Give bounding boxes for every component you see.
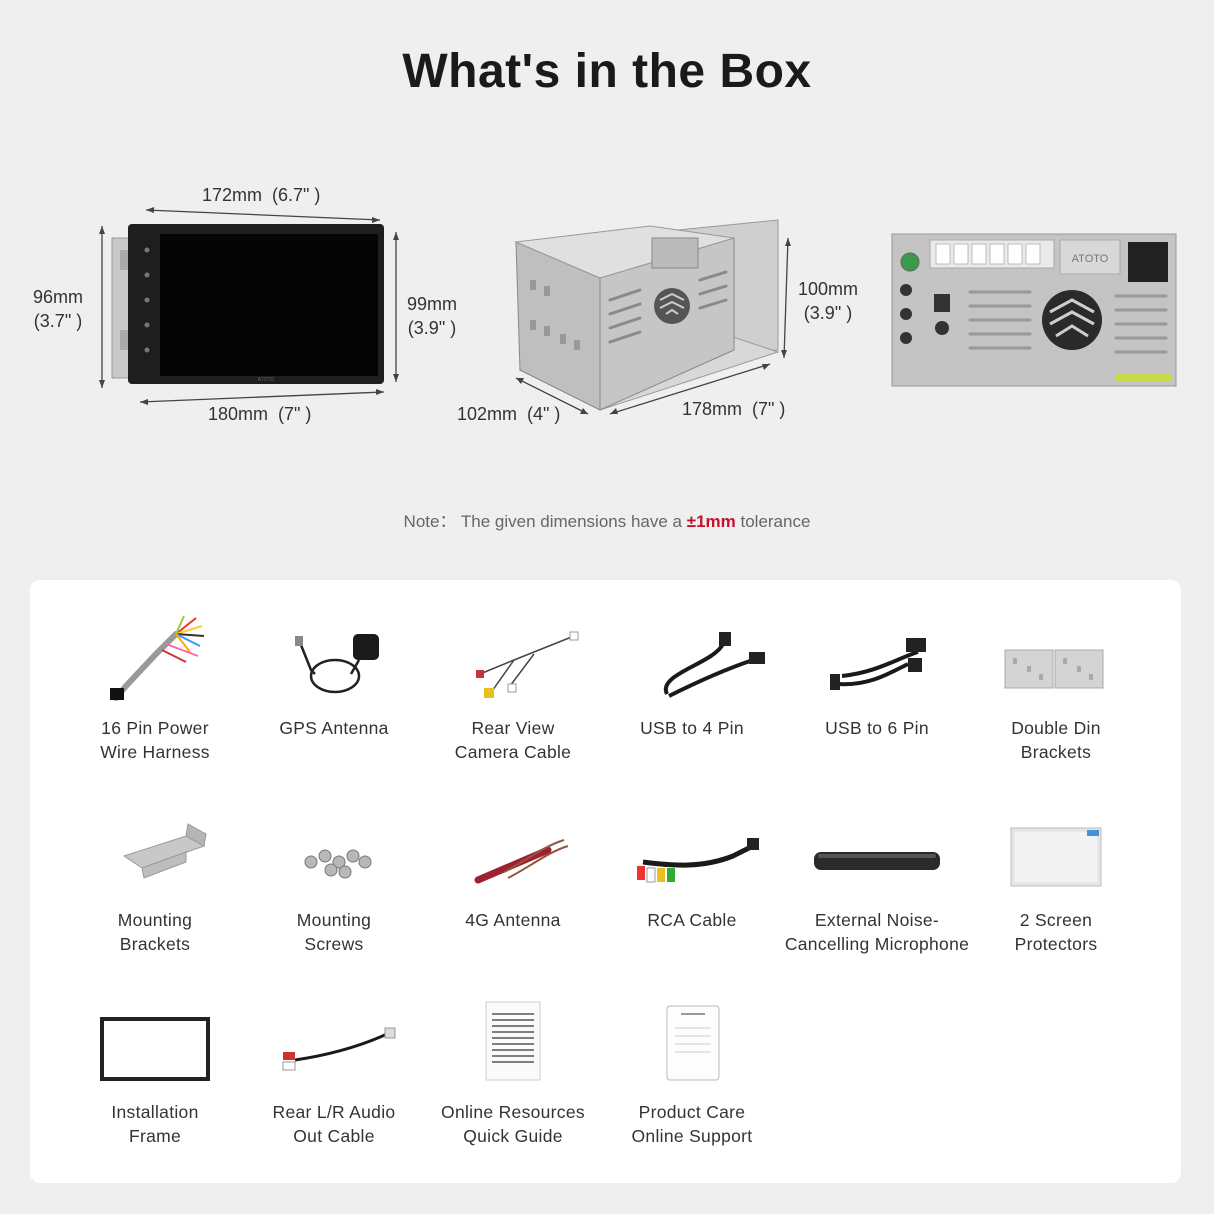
4g-antenna-icon	[424, 806, 602, 896]
svg-text:ATOTO: ATOTO	[258, 377, 275, 383]
gps-antenna-icon	[245, 614, 423, 704]
mounting-brackets-icon	[66, 806, 244, 896]
cage-length-label: 178mm (7" )	[682, 399, 786, 419]
cage-height-mm: 100mm	[797, 279, 859, 299]
camera-cable-icon	[424, 614, 602, 704]
item-label: USB to 4 Pin	[640, 718, 744, 738]
usb-6pin-icon	[788, 614, 966, 704]
wire-harness-icon	[66, 614, 244, 704]
microphone-icon	[788, 806, 966, 896]
quick-guide-icon	[424, 998, 602, 1088]
double-din-brackets-icon	[967, 614, 1145, 704]
item-label: GPS Antenna	[279, 718, 389, 738]
note-tolerance-value: ±1mm	[686, 512, 736, 531]
metal-cage-figure	[500, 210, 810, 420]
usb-4pin-icon	[603, 614, 781, 704]
cage-depth-label: 102mm (4" )	[457, 404, 561, 424]
frame-height-in: (3.9" )	[407, 318, 457, 338]
screen-height-in: (3.7" )	[33, 311, 83, 331]
item-label: 4G Antenna	[465, 910, 561, 930]
page-title: What's in the Box	[402, 45, 812, 98]
screen-height-label: 96mm (3.7" )	[22, 285, 94, 333]
frame-height-mm: 99mm	[406, 294, 457, 314]
cage-height-in: (3.9" )	[803, 303, 853, 323]
screen-height-mm: 96mm	[32, 287, 83, 307]
audio-cable-icon	[245, 998, 423, 1088]
frame-width-label: 180mm (7" )	[208, 404, 312, 424]
screen-width-label: 172mm (6.7" )	[202, 185, 321, 205]
cage-height-label: 100mm (3.9" )	[792, 277, 864, 325]
item-label: USB to 6 Pin	[825, 718, 929, 738]
note-prefix: Note： The given dimensions have a	[403, 512, 687, 531]
screen-protector-icon	[967, 806, 1145, 896]
item-label: External Noise-Cancelling Microphone	[784, 910, 970, 954]
item-label: RCA Cable	[647, 910, 737, 930]
rca-cable-icon	[603, 806, 781, 896]
frame-height-label: 99mm (3.9" )	[396, 292, 468, 340]
installation-frame-icon	[66, 998, 244, 1088]
rear-brand-text: ATOTO	[1072, 253, 1109, 265]
note-suffix: tolerance	[735, 512, 811, 531]
support-card-icon	[603, 998, 781, 1088]
head-unit-rear-figure: ATOTO	[890, 232, 1178, 390]
tolerance-note: Note： The given dimensions have a ±1mm t…	[0, 507, 1214, 532]
screws-icon	[245, 806, 423, 896]
head-unit-front-figure: ATOTO	[90, 180, 410, 430]
